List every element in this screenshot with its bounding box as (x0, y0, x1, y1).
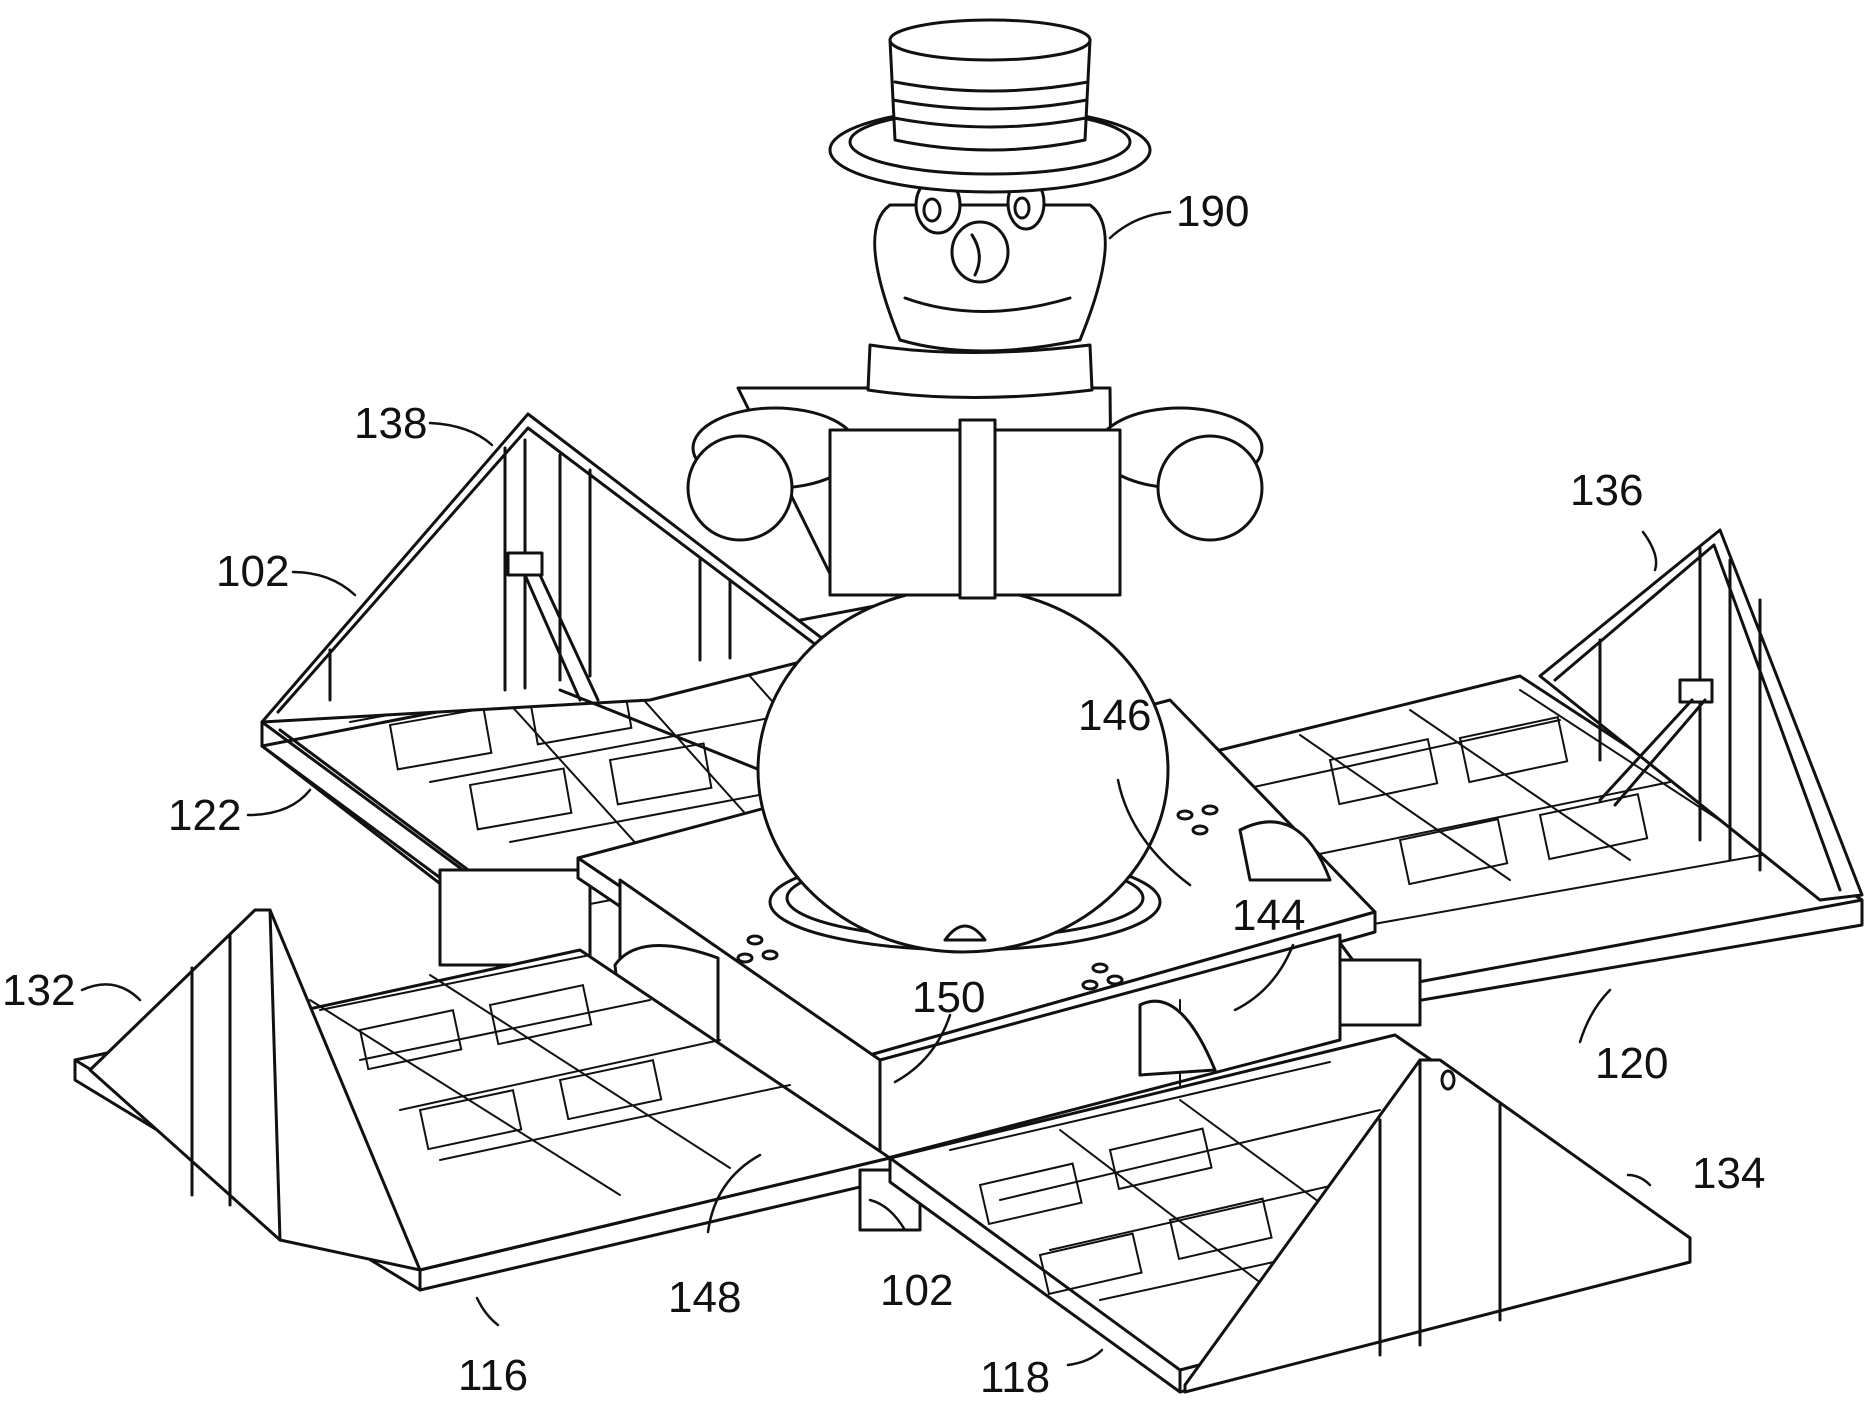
label-138: 138 (354, 399, 427, 448)
label-144: 144 (1232, 891, 1305, 940)
support-post-left (440, 870, 590, 965)
label-102-lower: 102 (880, 1266, 953, 1315)
label-190: 190 (1176, 187, 1249, 236)
label-134: 134 (1692, 1149, 1765, 1198)
label-120: 120 (1595, 1039, 1668, 1088)
label-118: 118 (980, 1353, 1050, 1402)
label-150: 150 (912, 973, 985, 1022)
label-132: 132 (2, 966, 75, 1015)
label-116: 116 (458, 1351, 528, 1400)
label-102-upper: 102 (216, 547, 289, 596)
snowman-body (758, 588, 1168, 952)
label-148: 148 (668, 1273, 741, 1322)
support-post-right (1340, 960, 1420, 1025)
label-146: 146 (1078, 691, 1151, 740)
label-122: 122 (168, 791, 241, 840)
gift-ribbon (960, 420, 995, 598)
snowman-scarf (868, 345, 1092, 398)
label-136: 136 (1570, 466, 1643, 515)
